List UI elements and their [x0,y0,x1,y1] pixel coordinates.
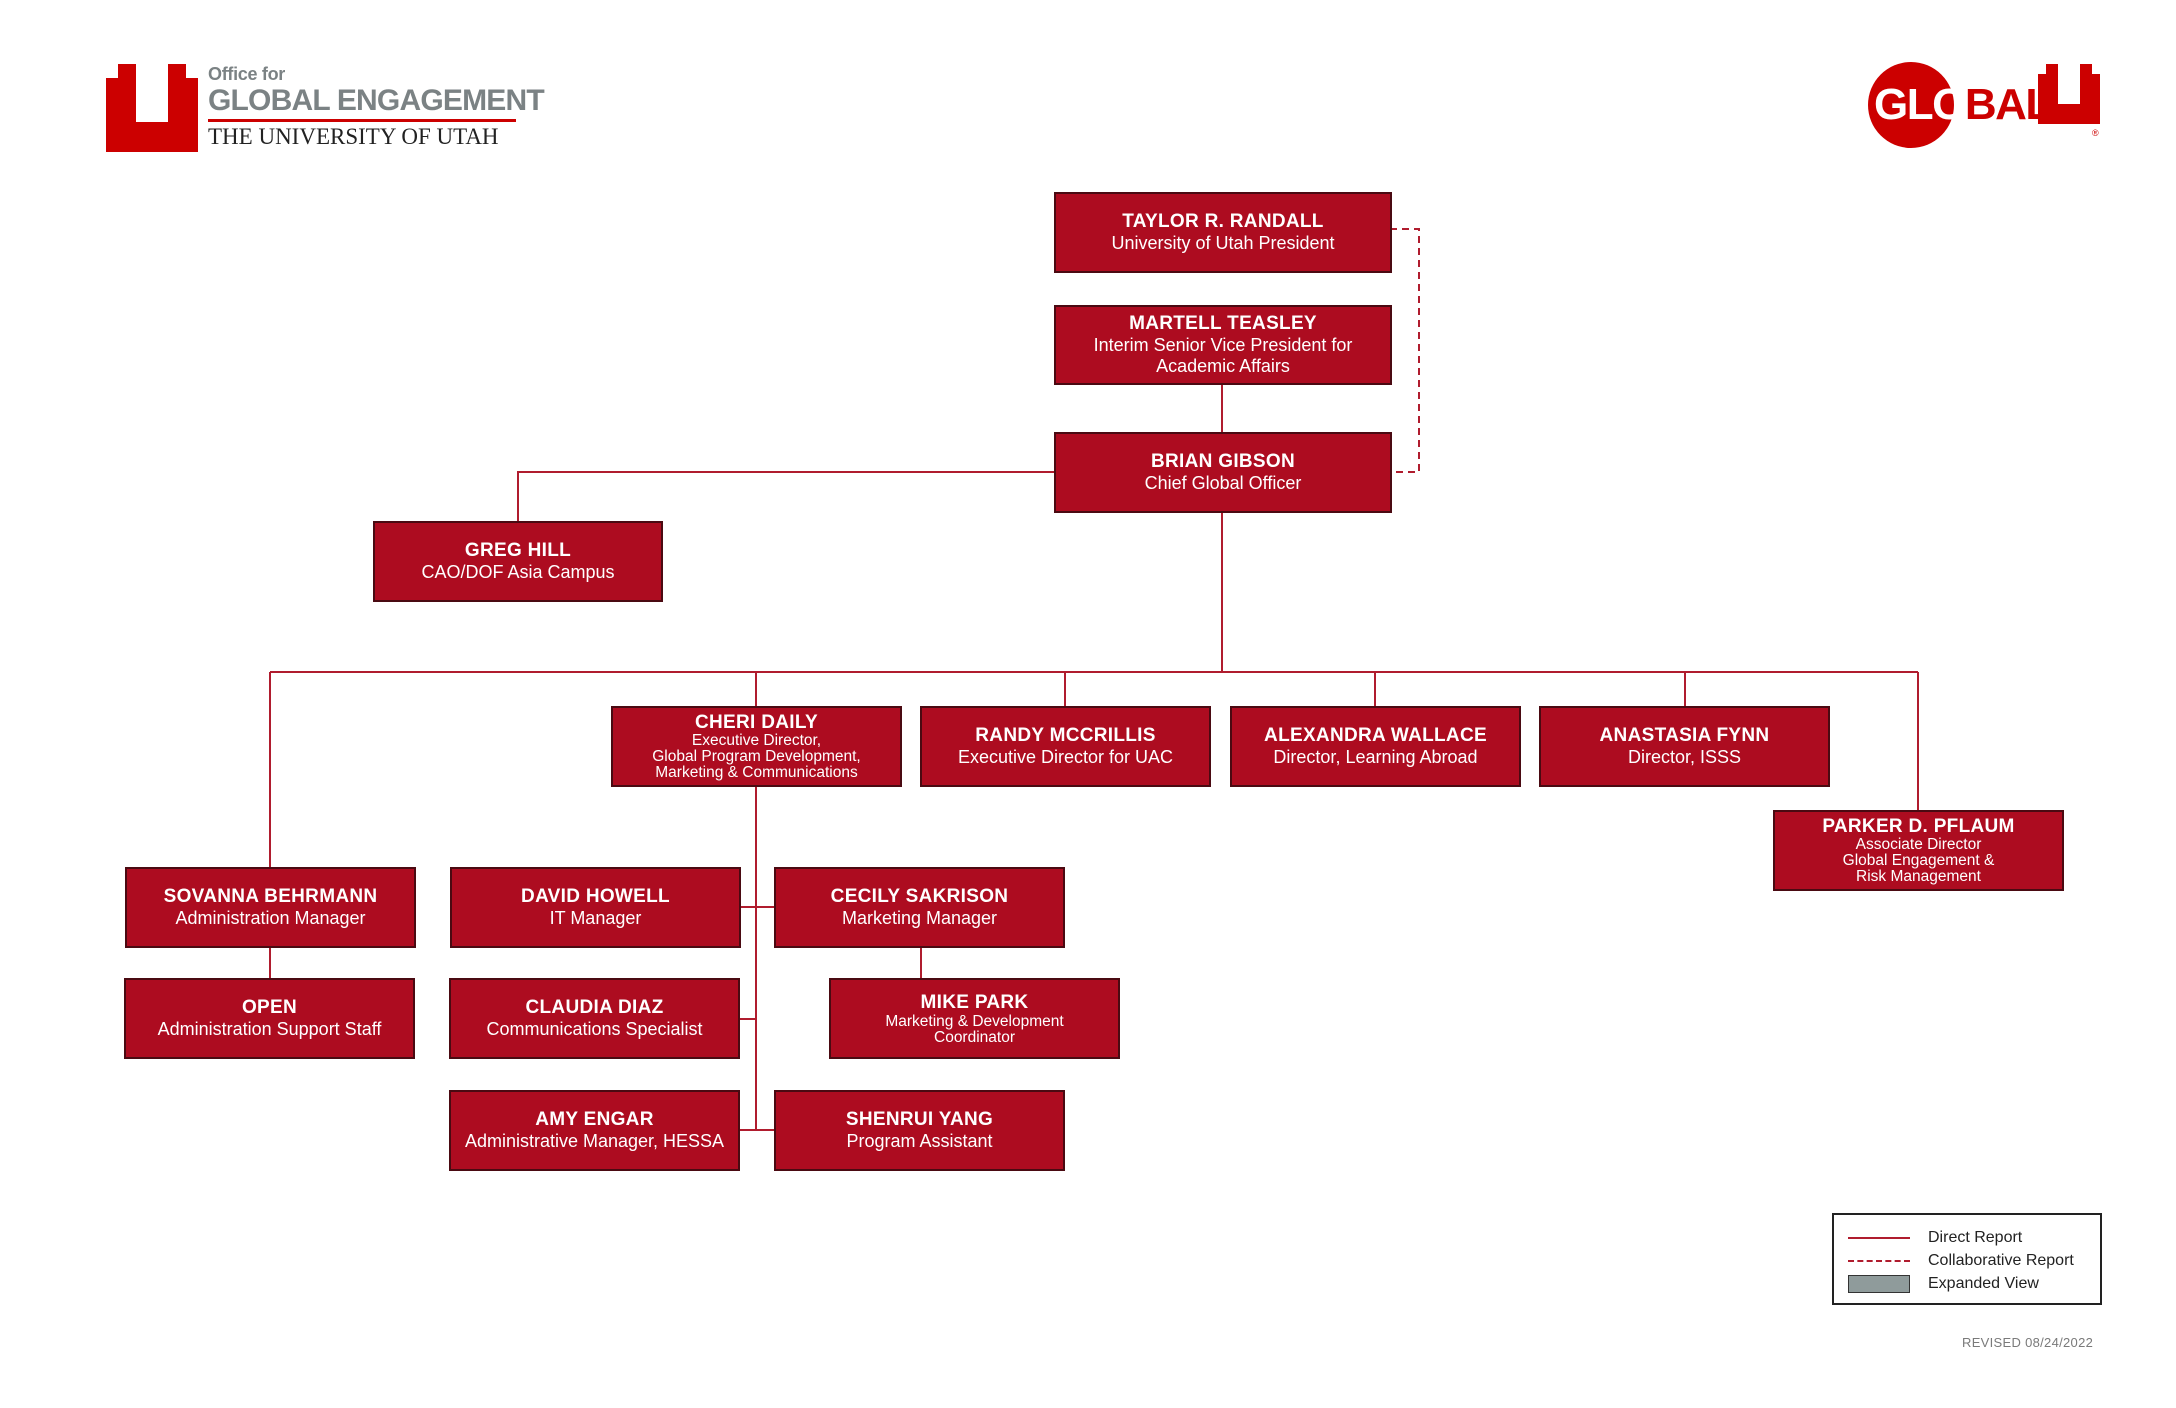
org-box-fynn: ANASTASIA FYNN Director, ISSS [1539,706,1830,787]
org-box-diaz: CLAUDIA DIAZ Communications Specialist [449,978,740,1059]
org-box-pflaum: PARKER D. PFLAUM Associate Director Glob… [1773,810,2064,891]
org-box-gibson: BRIAN GIBSON Chief Global Officer [1054,432,1392,513]
legend-collaborative-label: Collaborative Report [1928,1252,2074,1269]
office-for-text: Office for [208,64,286,84]
block-u-icon [2038,64,2100,124]
logo-rule [208,119,516,122]
person-title: Communications Specialist [486,1019,703,1039]
collaborative-report-swatch [1848,1260,1910,1262]
person-name: PARKER D. PFLAUM [1822,815,2015,837]
legend-expanded-label: Expanded View [1928,1275,2039,1292]
person-name: RANDY MCCRILLIS [975,725,1156,746]
department-name: GLOBAL ENGAGEMENT [208,84,545,117]
person-title: Executive Director for UAC [957,747,1174,767]
person-title: Program Assistant [846,1131,993,1151]
org-box-sakrison: CECILY SAKRISON Marketing Manager [774,867,1065,948]
global-logo-text: GLOBAL [1874,80,2052,129]
person-name: ANASTASIA FYNN [1599,725,1770,746]
org-box-daily: CHERI DAILY Executive Director, Global P… [611,706,902,787]
university-name: THE UNIVERSITY OF UTAH [208,124,499,149]
person-title: Marketing Manager [841,908,998,928]
person-name: DAVID HOWELL [521,886,670,907]
person-title: Director, Learning Abroad [1273,747,1478,767]
person-title: IT Manager [549,908,642,928]
person-title: Chief Global Officer [1144,473,1302,493]
person-title: Global Program Development, [652,747,861,765]
global-u-logo: GLOBAL ® [1868,62,2104,154]
revised-date: REVISED 08/24/2022 [1962,1335,2094,1350]
person-name: SHENRUI YANG [845,1109,994,1130]
org-box-hill: GREG HILL CAO/DOF Asia Campus [373,521,663,602]
person-name: CLAUDIA DIAZ [525,997,664,1018]
person-name: SOVANNA BEHRMANN [163,886,378,907]
org-box-teasley: MARTELL TEASLEY Interim Senior Vice Pres… [1054,305,1392,385]
legend: Direct Report Collaborative Report Expan… [1832,1213,2102,1305]
person-name: MARTELL TEASLEY [1129,313,1317,334]
person-title: Coordinator [934,1028,1015,1046]
person-title: Director, ISSS [1627,747,1742,767]
org-box-wallace: ALEXANDRA WALLACE Director, Learning Abr… [1230,706,1521,787]
org-box-behrmann: SOVANNA BEHRMANN Administration Manager [125,867,416,948]
person-title: Risk Management [1856,867,1981,885]
person-title: Global Engagement & [1842,851,1995,869]
org-box-engar: AMY ENGAR Administrative Manager, HESSA [449,1090,740,1171]
person-title: Interim Senior Vice President for [1093,335,1353,355]
legend-direct-label: Direct Report [1928,1229,2023,1246]
person-title: Administration Support Staff [157,1019,382,1039]
person-name: MIKE PARK [920,991,1029,1013]
person-name: CECILY SAKRISON [830,886,1009,907]
person-name: ALEXANDRA WALLACE [1264,725,1487,746]
direct-report-swatch [1848,1237,1910,1239]
person-title: Marketing & Communications [655,763,858,781]
person-title: Administrative Manager, HESSA [464,1131,725,1151]
expanded-view-swatch [1848,1275,1910,1293]
org-box-open: OPEN Administration Support Staff [124,978,415,1059]
person-name: BRIAN GIBSON [1151,451,1295,472]
org-box-yang: SHENRUI YANG Program Assistant [774,1090,1065,1171]
org-box-howell: DAVID HOWELL IT Manager [450,867,741,948]
person-title: Administration Manager [175,908,366,928]
registered-mark: ® [184,142,191,152]
person-title: University of Utah President [1111,233,1335,253]
person-title: Academic Affairs [1156,356,1290,376]
globe-icon [1868,62,1954,148]
office-global-engagement-logo: ® Office for GLOBAL ENGAGEMENT THE UNIVE… [106,62,545,162]
org-box-park: MIKE PARK Marketing & Development Coordi… [829,978,1120,1059]
person-name: CHERI DAILY [695,711,818,733]
org-box-mccrillis: RANDY MCCRILLIS Executive Director for U… [920,706,1211,787]
line-gibson-hill [517,471,1054,522]
line-collaborative-randall-gibson [1390,228,1420,473]
person-title: Associate Director [1855,835,1982,853]
person-name: AMY ENGAR [535,1109,654,1130]
person-name: OPEN [241,997,298,1018]
person-title: Executive Director, [691,731,822,749]
org-box-randall: TAYLOR R. RANDALL University of Utah Pre… [1054,192,1392,273]
person-title: Marketing & Development [885,1012,1064,1030]
block-u-icon [106,64,198,152]
person-title: CAO/DOF Asia Campus [421,562,615,582]
person-name: TAYLOR R. RANDALL [1122,211,1324,232]
person-name: GREG HILL [464,540,572,561]
